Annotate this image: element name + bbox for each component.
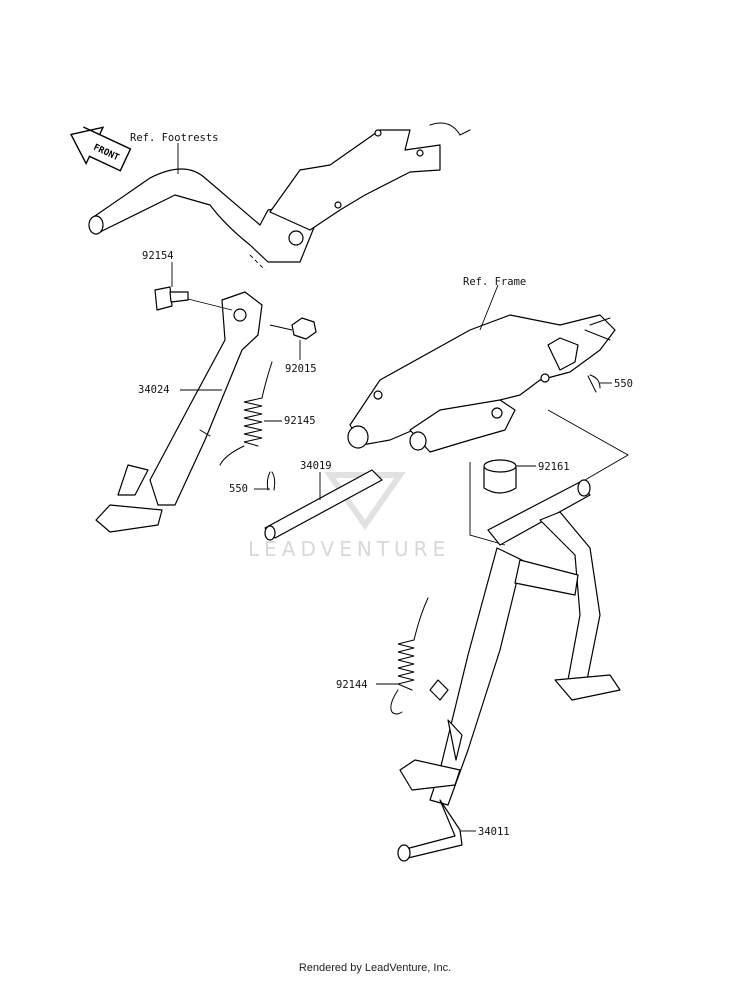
center-stand-bracket-lines: [469, 409, 629, 546]
ref-footrests-label: Ref. Footrests: [130, 132, 219, 144]
spring-92144: [390, 597, 429, 715]
part-label-550-left: 550: [229, 483, 248, 495]
part-label-34024: 34024: [138, 384, 170, 396]
frame: [347, 314, 616, 453]
ref-frame-label: Ref. Frame: [463, 276, 526, 288]
center-stand-34011: [397, 479, 621, 862]
part-label-92161: 92161: [538, 461, 570, 473]
watermark: LEADVENTURE: [248, 472, 450, 561]
footer-credit: Rendered by LeadVenture, Inc.: [298, 962, 452, 974]
part-label-92154: 92154: [142, 250, 174, 262]
part-label-550-right: 550: [614, 378, 633, 390]
side-stand-34024: [95, 291, 263, 533]
spring-92145: [219, 361, 273, 466]
nut-92015: [291, 317, 317, 340]
bolt-92154: [154, 286, 189, 311]
part-label-34019: 34019: [300, 460, 332, 472]
front-arrow-icon: FRONT: [69, 126, 132, 172]
leader-lines: [171, 143, 612, 832]
part-label-34011: 34011: [478, 826, 510, 838]
watermark-text: LEADVENTURE: [248, 537, 450, 561]
cotter-pin-550-right: [587, 374, 601, 393]
part-label-92015: 92015: [285, 363, 317, 375]
cotter-pin-550-left: [266, 471, 276, 491]
rubber-stopper-92161: [483, 459, 517, 494]
footrest-bar: [88, 122, 471, 263]
shaft-34019: [264, 469, 383, 541]
part-label-92145: 92145: [284, 415, 316, 427]
part-label-92144: 92144: [336, 679, 368, 691]
